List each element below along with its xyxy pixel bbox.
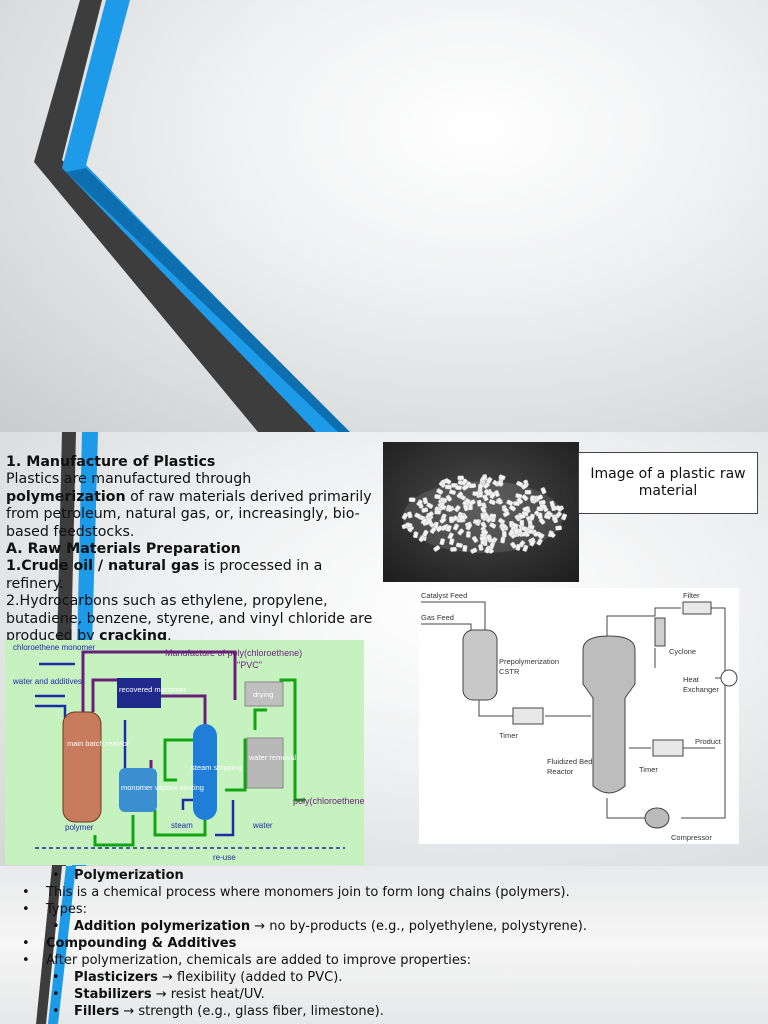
manufacture-text: 1. Manufacture of Plastics Plastics are … (6, 454, 380, 645)
label-drying: drying (253, 690, 273, 699)
main-batch-reactor (62, 711, 102, 823)
timer-right-box (652, 739, 684, 757)
label-heat: Heat (683, 675, 700, 684)
monomer-vapour-venting-unit (119, 768, 157, 812)
list-item: Polymerization (74, 868, 184, 883)
label-product: Product (695, 737, 722, 746)
list-item: Addition polymerization → no by-products… (74, 919, 587, 934)
plastic-pellets-photo (383, 442, 579, 582)
label-exchanger: Exchanger (683, 685, 719, 694)
timer-left-box (512, 707, 544, 725)
label-chloroethene-monomer: chloroethene monomer (13, 643, 96, 652)
label-filter: Filter (683, 591, 700, 600)
label-compressor: Compressor (671, 833, 712, 842)
recovered-monomer-box (117, 678, 161, 708)
list-slide: • Polymerization • This is a chemical pr… (0, 866, 768, 1024)
decorative-stripes (34, 0, 350, 432)
filter-box (682, 601, 712, 615)
image-caption-box: Image of a plastic raw material (578, 452, 758, 514)
list-item: After polymerization, chemicals are adde… (46, 953, 472, 968)
label-water-removal: water removal (248, 753, 296, 762)
label-recovered-monomer: recovered monomer (119, 685, 187, 694)
label-steam-stripping: steam stripping (191, 763, 242, 772)
list-item: This is a chemical process where monomer… (46, 885, 570, 900)
cstr-vessel (462, 629, 498, 701)
label-steam: steam (171, 821, 193, 830)
dark-stripe (34, 0, 348, 432)
list-item: Fillers → strength (e.g., glass fiber, l… (74, 1004, 384, 1019)
label-monomer-vapour-venting: monomer vapour venting (121, 783, 204, 792)
compressor (644, 807, 670, 829)
cyclone-unit (654, 617, 666, 647)
image-caption: Image of a plastic raw material (590, 466, 746, 499)
label-gas-feed: Gas Feed (421, 613, 454, 622)
list-stripes (36, 866, 76, 1024)
label-cyclone: Cyclone (669, 647, 696, 656)
steam-stripping-column (193, 724, 217, 820)
section-a-heading: A. Raw Materials Preparation (6, 541, 241, 558)
label-water-additives: water and additives (12, 677, 82, 686)
pvc-diagram-subtitle: "PVC" (237, 660, 262, 670)
label-water: water (252, 821, 273, 830)
title-slide (0, 0, 768, 432)
label-reactor: Reactor (547, 767, 574, 776)
label-timer-right: Timer (639, 765, 658, 774)
label-polymer: polymer (65, 823, 94, 832)
list-item: Stabilizers → resist heat/UV. (74, 987, 265, 1002)
label-catalyst-feed: Catalyst Feed (421, 591, 467, 600)
drying-unit (244, 681, 284, 707)
heading: 1. Manufacture of Plastics (6, 454, 216, 470)
content-slide: 1. Manufacture of Plastics Plastics are … (0, 432, 768, 866)
label-prepolymerization: Prepolymerization (499, 657, 559, 666)
list-item: Types: (46, 902, 88, 917)
blue-stripe-shadow (66, 168, 350, 432)
label-cstr: CSTR (499, 667, 520, 676)
label-timer-left: Timer (499, 731, 518, 740)
pvc-diagram-title: Manufacture of poly(chloroethene) (165, 648, 302, 658)
pvc-manufacture-diagram: chloroethene monomer water and additives… (5, 640, 364, 865)
fluidized-bed-reactor-diagram: Catalyst Feed Gas Feed Prepolymerization… (419, 588, 739, 844)
list-item: Plasticizers → flexibility (added to PVC… (74, 970, 343, 985)
label-re-use: re-use (213, 853, 236, 862)
label-poly-chloroethene: poly(chloroethene) (293, 796, 364, 806)
water-removal-unit (246, 737, 284, 789)
heat-exchanger (720, 669, 738, 687)
label-main-batch-reactor: main batch reactor (67, 739, 130, 748)
fluidized-bed-reactor (582, 635, 636, 794)
label-fluidized-bed: Fluidized Bed (547, 757, 592, 766)
list-item: Compounding & Additives (46, 936, 237, 951)
